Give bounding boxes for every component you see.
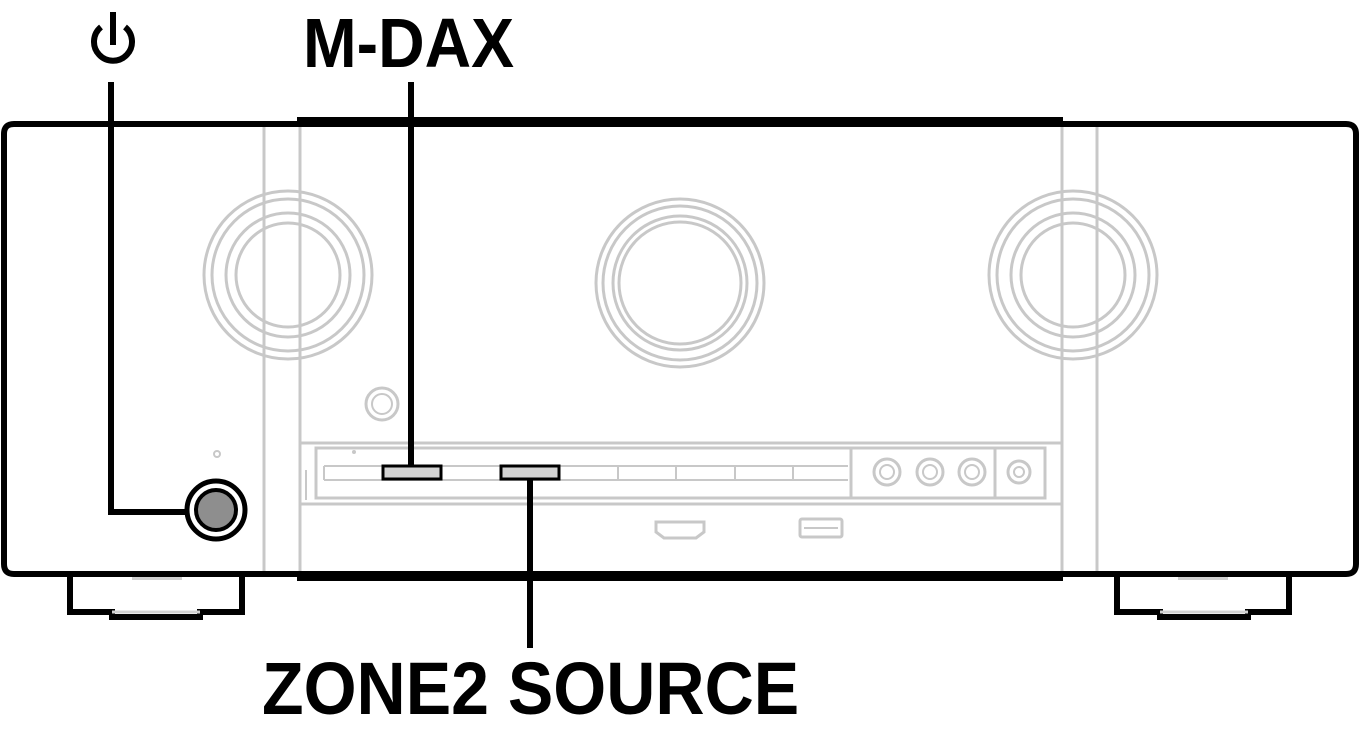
- power-button: [184, 478, 248, 542]
- hdmi-port-icon: [654, 520, 706, 540]
- right-knob: [987, 189, 1159, 361]
- panel-indicator-dot: [352, 450, 356, 454]
- right-foot: [1114, 572, 1292, 620]
- center-panel: [297, 117, 1063, 581]
- usb-port-icon: [798, 517, 844, 539]
- jack-panel: [849, 446, 1047, 500]
- power-callout-line: [108, 82, 187, 515]
- center-knob: [594, 197, 766, 369]
- left-knob: [202, 189, 374, 361]
- power-icon: [91, 12, 135, 64]
- zone2-source-label: ZONE2 SOURCE: [262, 647, 800, 730]
- small-round-button: [364, 386, 400, 422]
- m-dax-label: M-DAX: [303, 4, 515, 82]
- m-dax-button: [381, 464, 443, 481]
- power-indicator-dot: [213, 450, 221, 458]
- left-foot: [67, 572, 245, 620]
- zone2-source-button: [499, 464, 561, 481]
